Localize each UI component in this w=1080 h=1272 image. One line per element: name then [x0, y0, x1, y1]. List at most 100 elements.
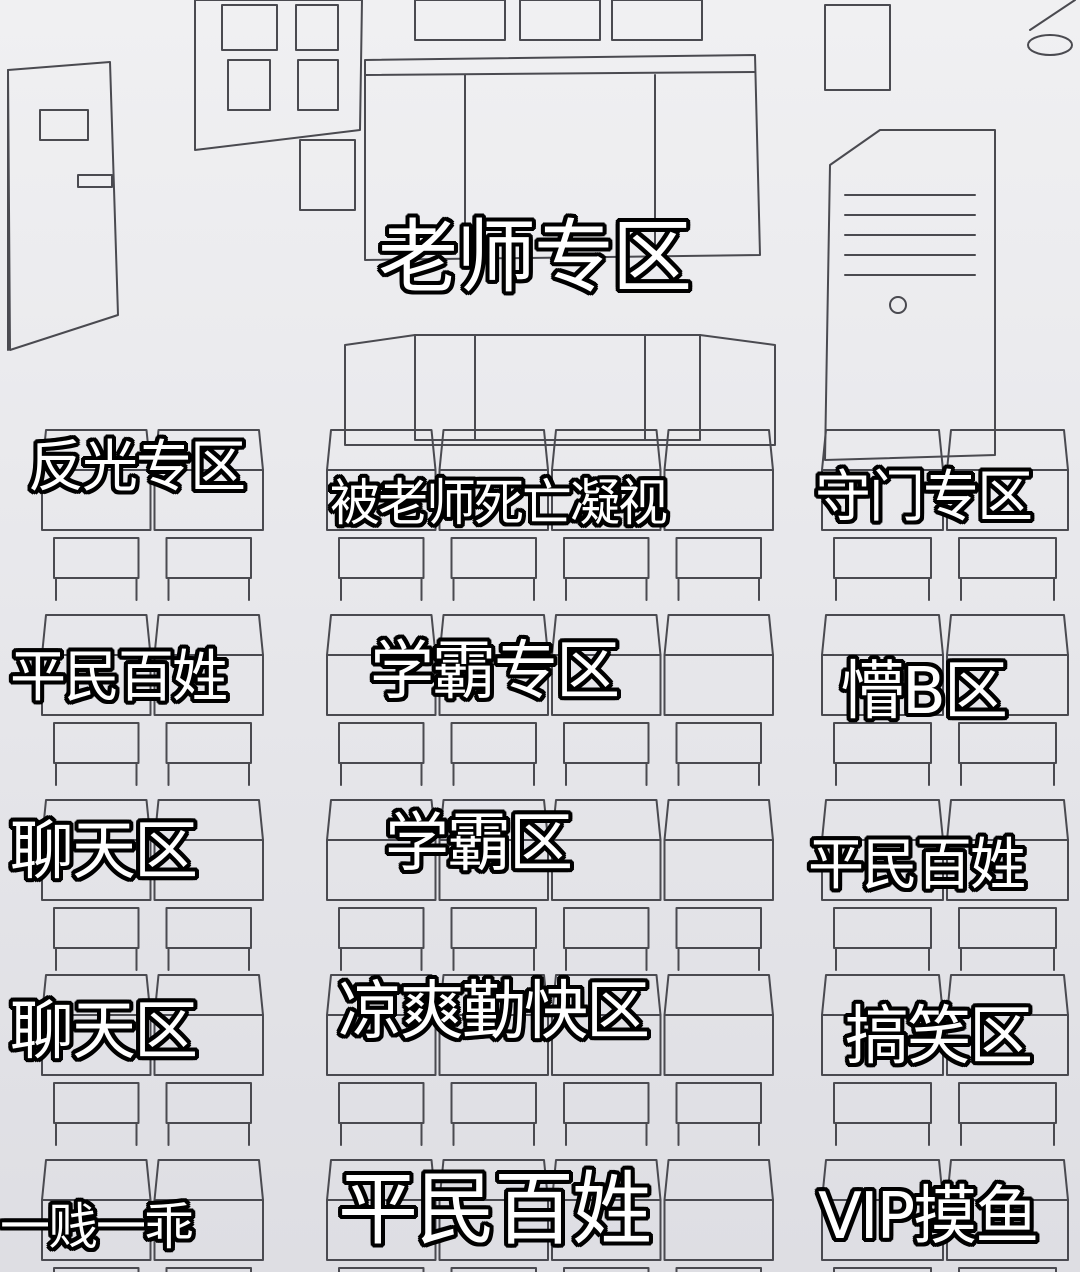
chair	[563, 537, 650, 579]
desk-front	[326, 839, 437, 901]
chair	[833, 1267, 932, 1272]
chair	[450, 1082, 537, 1124]
chair	[165, 722, 252, 764]
zone-label-commoner-2: 平民百姓	[808, 833, 1026, 898]
desk-front	[153, 839, 264, 901]
left-cabinet	[7, 61, 119, 351]
desk-front	[41, 469, 152, 531]
zone-label-top-student: 学霸区	[385, 807, 573, 881]
desk-front	[946, 839, 1069, 901]
chair	[338, 722, 425, 764]
chair	[675, 1267, 762, 1272]
desk-front	[438, 839, 549, 901]
desk	[821, 614, 944, 656]
desk	[41, 1159, 152, 1201]
desk	[946, 614, 1069, 656]
chair	[53, 1082, 140, 1124]
desk-front	[663, 469, 774, 531]
chair	[675, 907, 762, 949]
chair	[53, 537, 140, 579]
desk-front	[326, 654, 437, 716]
desk	[153, 1159, 264, 1201]
chair	[675, 1082, 762, 1124]
desk-front	[663, 654, 774, 716]
desk	[663, 974, 774, 1016]
desk-front	[663, 1199, 774, 1261]
zone-label-funny: 搞笑区	[845, 1000, 1033, 1074]
chair	[450, 537, 537, 579]
chair	[958, 1267, 1057, 1272]
desk-front	[551, 469, 662, 531]
desk-front	[41, 654, 152, 716]
blackboard	[364, 54, 761, 261]
chair	[563, 907, 650, 949]
desk-front	[326, 469, 437, 531]
desk-front	[438, 469, 549, 531]
desk-front	[153, 654, 264, 716]
chair	[563, 722, 650, 764]
desk-front	[551, 1014, 662, 1076]
desk-front	[438, 1014, 549, 1076]
chair	[675, 537, 762, 579]
chair	[958, 537, 1057, 579]
desk-front	[438, 1199, 549, 1261]
desk	[326, 429, 437, 471]
desk-front	[41, 839, 152, 901]
chair	[833, 537, 932, 579]
zone-label-commoner-3: 平民百姓	[338, 1163, 652, 1256]
desk-grid	[41, 429, 1069, 1272]
chair	[338, 1267, 425, 1272]
zone-label-commoner-1: 平民百姓	[10, 645, 228, 710]
desk-front	[821, 654, 944, 716]
desk-front	[551, 839, 662, 901]
desk-front	[438, 654, 549, 716]
desk	[663, 1159, 774, 1201]
chair	[338, 907, 425, 949]
chair	[450, 907, 537, 949]
desk	[663, 614, 774, 656]
desk-front	[821, 1014, 944, 1076]
desk-front	[551, 654, 662, 716]
chair	[563, 1082, 650, 1124]
desk-front	[41, 1014, 152, 1076]
desk	[821, 429, 944, 471]
chair	[450, 722, 537, 764]
chair	[958, 722, 1057, 764]
desk-front	[153, 469, 264, 531]
desk-front	[946, 1199, 1069, 1261]
desk	[946, 429, 1069, 471]
desk-front	[946, 654, 1069, 716]
teacher-desk	[344, 334, 776, 446]
desk-front	[551, 1199, 662, 1261]
desk-front	[946, 1014, 1069, 1076]
chair	[338, 1082, 425, 1124]
desk-front	[821, 1199, 944, 1261]
desk-front	[663, 1014, 774, 1076]
zone-label-confused: 懵B区	[840, 655, 1008, 729]
desk-front	[153, 1199, 264, 1261]
desk-front	[663, 839, 774, 901]
desk-front	[821, 839, 944, 901]
zone-label-death-stare: 被老师死亡凝视	[330, 474, 668, 532]
desk-front	[326, 1014, 437, 1076]
chair	[833, 907, 932, 949]
chair	[958, 1082, 1057, 1124]
top-boards	[414, 0, 703, 41]
chair	[958, 907, 1057, 949]
zone-label-teacher: 老师专区	[378, 211, 692, 304]
zone-label-cool-diligent: 凉爽勤快区	[338, 975, 650, 1049]
chair	[165, 1082, 252, 1124]
chair	[165, 537, 252, 579]
chair	[833, 722, 932, 764]
right-cabinet	[824, 0, 1076, 461]
chair	[165, 1267, 252, 1272]
chair	[450, 1267, 537, 1272]
zone-label-chat-1: 聊天区	[10, 815, 198, 889]
chair	[338, 537, 425, 579]
desk-front	[946, 469, 1069, 531]
desk-front	[326, 1199, 437, 1261]
chair	[563, 1267, 650, 1272]
desk	[663, 429, 774, 471]
